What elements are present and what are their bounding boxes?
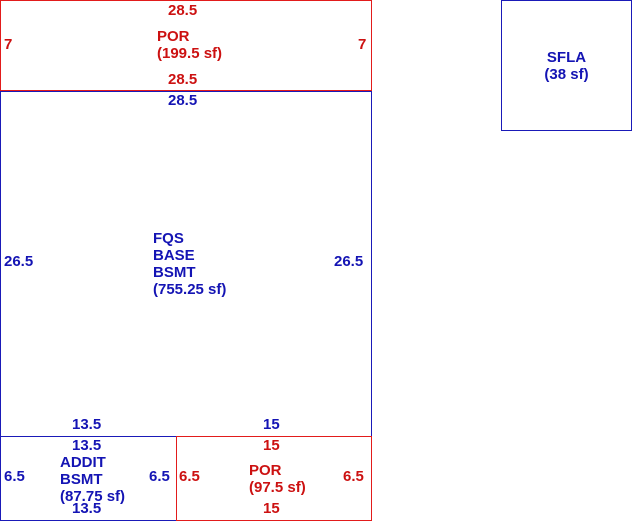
- fqs-dim-bottom-left: 13.5: [72, 416, 102, 433]
- fqs-base-label: FQS BASE BSMT (755.25 sf): [153, 230, 226, 298]
- por-top-dim-top: 28.5: [168, 2, 198, 19]
- por-top-dim-left: 7: [4, 36, 13, 53]
- por-top-label: POR (199.5 sf): [157, 28, 222, 62]
- fqs-line-2: BASE: [153, 247, 195, 264]
- addit-line-1: ADDIT: [60, 454, 106, 471]
- fqs-dim-left: 26.5: [4, 253, 34, 270]
- addit-line-2: BSMT: [60, 471, 103, 488]
- por-bottom-dim-bottom: 15: [263, 500, 280, 517]
- fqs-dim-right: 26.5: [334, 253, 364, 270]
- sfla-name: SFLA: [546, 49, 587, 66]
- por-bottom-name: POR: [249, 462, 282, 479]
- por-top-area: [0, 0, 372, 91]
- fqs-line-1: FQS: [153, 230, 184, 247]
- addit-dim-bottom: 13.5: [72, 500, 102, 517]
- por-bottom-sqft: (97.5 sf): [249, 479, 306, 496]
- por-top-name: POR: [157, 28, 190, 45]
- fqs-sqft: (755.25 sf): [153, 281, 227, 298]
- por-top-dim-bottom: 28.5: [168, 71, 198, 88]
- por-bottom-dim-left: 6.5: [179, 468, 200, 485]
- addit-dim-right: 6.5: [149, 468, 170, 485]
- por-bottom-dim-top: 15: [263, 437, 280, 454]
- por-bottom-dim-right: 6.5: [343, 468, 364, 485]
- por-top-sqft: (199.5 sf): [157, 45, 223, 62]
- fqs-dim-top: 28.5: [168, 92, 198, 109]
- addit-sqft: (87.75 sf): [60, 488, 126, 505]
- por-bottom-area: [176, 436, 372, 521]
- addit-dim-left: 6.5: [4, 468, 25, 485]
- por-top-dim-right: 7: [358, 36, 367, 53]
- addit-bsmt-label: ADDIT BSMT (87.75 sf): [60, 454, 125, 505]
- sfla-sqft: (38 sf): [544, 66, 589, 83]
- addit-dim-top: 13.5: [72, 437, 102, 454]
- fqs-line-3: BSMT: [153, 264, 196, 281]
- fqs-dim-bottom-right: 15: [263, 416, 280, 433]
- por-bottom-label: POR (97.5 sf): [249, 462, 306, 496]
- sfla-label: SFLA (38 sf): [501, 49, 632, 83]
